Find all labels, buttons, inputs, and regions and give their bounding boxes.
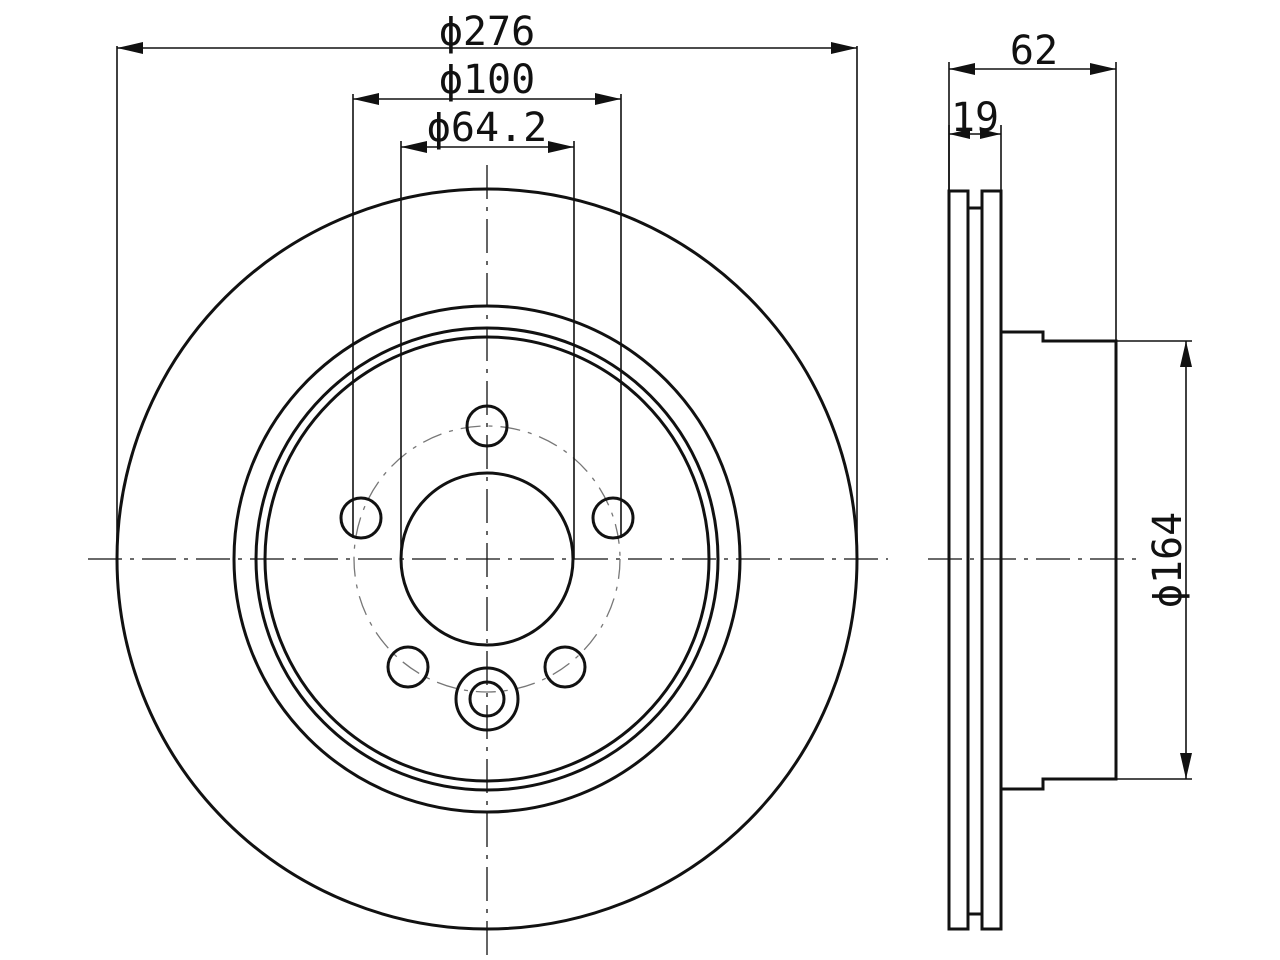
center-bore-left-arrow [401, 141, 427, 153]
bolt-hole-left [339, 496, 383, 540]
front-view [88, 165, 888, 960]
bolt-circle-dimension: ϕ100 [352, 57, 622, 538]
total-height-label: 62 [1010, 28, 1058, 74]
hat-outer-circle [254, 326, 720, 792]
bolt-circle-right-arrow [595, 93, 621, 105]
outer-diameter-right-arrow [831, 42, 857, 54]
center-bore-dimension: ϕ64.2 [400, 105, 575, 559]
hat-inner-circle [263, 335, 711, 783]
bolt-circle-left-arrow [353, 93, 379, 105]
locating-hole-inner [468, 680, 506, 718]
outer-diameter-dimension: ϕ276 [116, 9, 858, 559]
disc-thickness-left-arrow [949, 129, 970, 139]
locating-hole-outer [454, 666, 520, 732]
total-height-dimension: 62 [948, 28, 1117, 341]
bolt-hole-lower-left [386, 645, 430, 689]
outer-diameter-label: ϕ276 [439, 9, 535, 55]
bolt-hole-top [465, 404, 509, 448]
disc-thickness-dimension: 19 [948, 95, 1002, 191]
disc-thickness-right-arrow [980, 129, 1001, 139]
total-height-left-arrow [949, 63, 975, 75]
bolt-circle [353, 425, 621, 693]
disc-side-section [947, 189, 1003, 931]
hat-diameter-label: ϕ164 [1145, 512, 1191, 608]
center-bore-label: ϕ64.2 [427, 105, 547, 151]
braking-surface-inner-circle [232, 304, 742, 814]
hat-diameter-bottom-arrow [1180, 753, 1192, 779]
hat-diameter-top-arrow [1180, 341, 1192, 367]
bolt-hole-lower-right [543, 645, 587, 689]
bolt-hole-right [591, 496, 635, 540]
hat-diameter-dimension: ϕ164 [1116, 340, 1192, 780]
bolt-circle-label: ϕ100 [439, 57, 535, 103]
hat-side-profile [999, 330, 1118, 791]
disc-thickness-label: 19 [951, 95, 999, 141]
outer-diameter-left-arrow [117, 42, 143, 54]
center-bore-right-arrow [548, 141, 574, 153]
side-view [928, 189, 1140, 931]
total-height-right-arrow [1090, 63, 1116, 75]
